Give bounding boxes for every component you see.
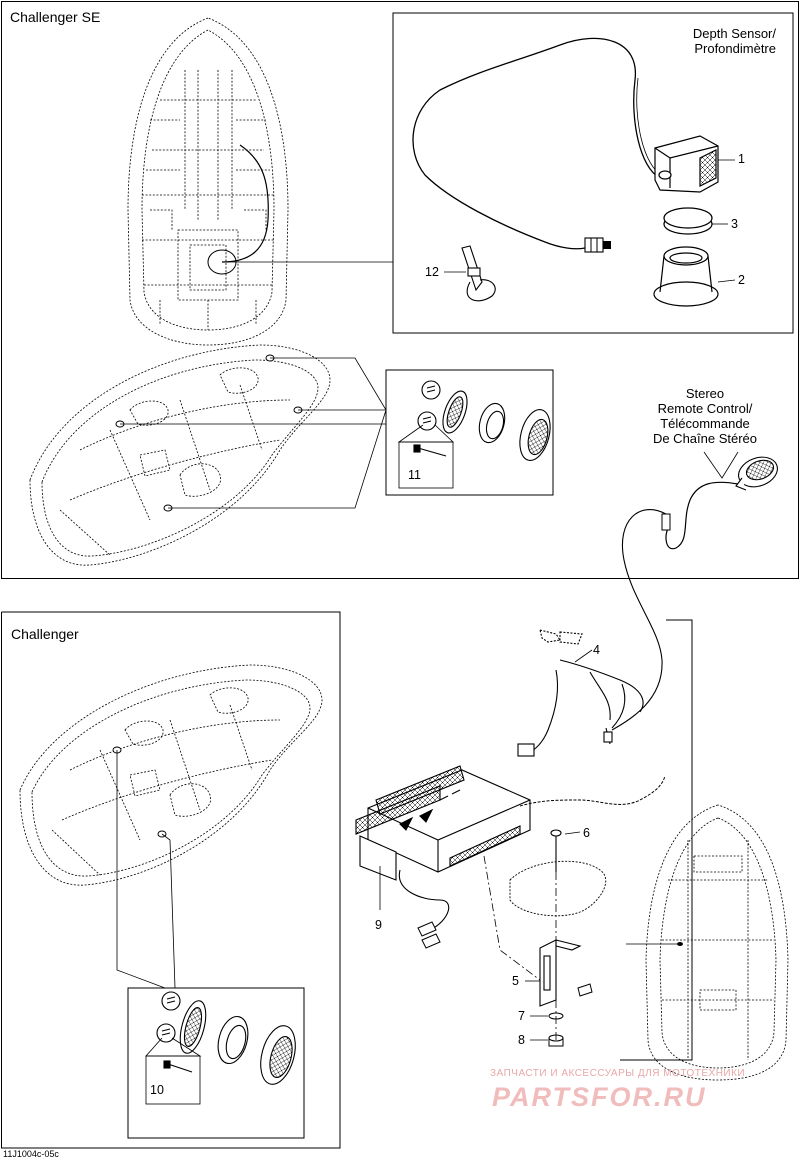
callout-4: 4 bbox=[593, 643, 600, 657]
stereo-remote-leader bbox=[703, 451, 739, 479]
title-depth-sensor: Depth Sensor/ Profondimètre bbox=[640, 26, 776, 56]
stereo-output-cable bbox=[519, 775, 666, 807]
stereo-remote-title-line-3: Télécommande bbox=[660, 416, 750, 431]
challenger-speaker-exploded bbox=[156, 991, 296, 1085]
stereo-section-frame bbox=[620, 619, 693, 1061]
se-screw-leader bbox=[397, 424, 455, 443]
challenger-boat-perspective bbox=[19, 664, 323, 886]
stereo-remote-title-line-1: Stereo bbox=[685, 386, 725, 401]
callout-1: 1 bbox=[738, 152, 745, 166]
screw-6 bbox=[550, 829, 562, 872]
se-speaker-exploded bbox=[417, 380, 551, 461]
sensor-housing bbox=[653, 246, 719, 307]
assembly-centerlines bbox=[483, 855, 557, 1040]
challenger-speaker-inset-box bbox=[127, 987, 305, 1139]
challenger-se-boat-perspective bbox=[29, 344, 331, 566]
title-challenger-se: Challenger SE bbox=[10, 9, 101, 25]
depth-sensor-connector bbox=[584, 237, 611, 253]
se-speaker-inset-box bbox=[385, 369, 554, 496]
callout-5: 5 bbox=[512, 974, 519, 988]
callout-6: 6 bbox=[583, 826, 590, 840]
title-stereo-remote: Stereo Remote Control/ Télécommande De C… bbox=[630, 386, 780, 446]
drawing-code: 11J1004c-05c bbox=[3, 1149, 59, 1159]
callout-8: 8 bbox=[518, 1033, 525, 1047]
bracket-bolt bbox=[577, 983, 593, 997]
callout-3: 3 bbox=[731, 217, 738, 231]
challenger-screw-icon bbox=[163, 1060, 193, 1073]
cable-tie bbox=[461, 245, 496, 302]
se-sensor-location-circle bbox=[207, 249, 237, 275]
challenger-screw-detail-box bbox=[145, 1055, 201, 1105]
harness-leader bbox=[574, 649, 593, 663]
challenger-screw-leader bbox=[145, 1037, 202, 1057]
sensor-disc bbox=[663, 207, 713, 235]
challenger-speaker-markers bbox=[112, 746, 167, 838]
callout-9: 9 bbox=[375, 918, 382, 932]
stereo-remote-connector bbox=[661, 513, 671, 531]
challenger-speaker-leaders bbox=[116, 750, 176, 989]
mount-bracket bbox=[539, 939, 582, 1007]
callout-7: 7 bbox=[518, 1009, 525, 1023]
stereo-remote-extension bbox=[611, 509, 667, 731]
mount-gasket bbox=[509, 860, 607, 917]
se-speaker-location-markers bbox=[115, 354, 303, 512]
callout-2: 2 bbox=[738, 273, 745, 287]
challenger-section-frame bbox=[1, 611, 341, 1149]
stereo-location-marker bbox=[677, 942, 683, 946]
bracket-callout-leaders bbox=[525, 831, 581, 1041]
stereo-remote-title-line-2: Remote Control/ bbox=[657, 401, 753, 416]
se-screw-icon bbox=[413, 444, 447, 457]
watermark-tagline: ЗАПЧАСТИ И АКСЕССУАРЫ ДЛЯ МОТОТЕХНИКИ bbox=[490, 1068, 746, 1079]
stereo-pigtail-cable bbox=[398, 869, 450, 931]
callout-11: 11 bbox=[408, 468, 421, 482]
stereo-location-hull-topview bbox=[645, 804, 789, 1081]
stereo-remote-cable bbox=[665, 481, 739, 550]
depth-sensor-title-line-1: Depth Sensor/ bbox=[692, 26, 776, 41]
depth-sensor-leaders bbox=[444, 159, 736, 283]
callout-10: 10 bbox=[150, 1083, 164, 1097]
callout-12: 12 bbox=[425, 265, 439, 279]
watermark-logo: PARTSFOR.RU bbox=[492, 1082, 707, 1112]
se-screw-detail-box bbox=[398, 441, 454, 489]
stereo-remote-unit bbox=[735, 456, 778, 491]
depth-sensor-inset-box bbox=[392, 12, 794, 334]
title-challenger: Challenger bbox=[11, 626, 79, 642]
depth-sensor-cable bbox=[412, 37, 661, 250]
stereo-head-unit bbox=[355, 765, 531, 881]
depth-sensor-title-line-2: Profondimètre bbox=[694, 41, 776, 56]
stereo-remote-title-line-4: De Chaîne Stéréo bbox=[652, 431, 758, 446]
se-hull-wire bbox=[221, 144, 269, 263]
wiring-harness bbox=[517, 629, 644, 757]
challenger-se-hull-topview bbox=[127, 17, 289, 346]
challenger-se-section-frame bbox=[1, 1, 799, 579]
depth-sensor-unit bbox=[654, 135, 719, 193]
stereo-rca-plugs bbox=[417, 921, 441, 949]
